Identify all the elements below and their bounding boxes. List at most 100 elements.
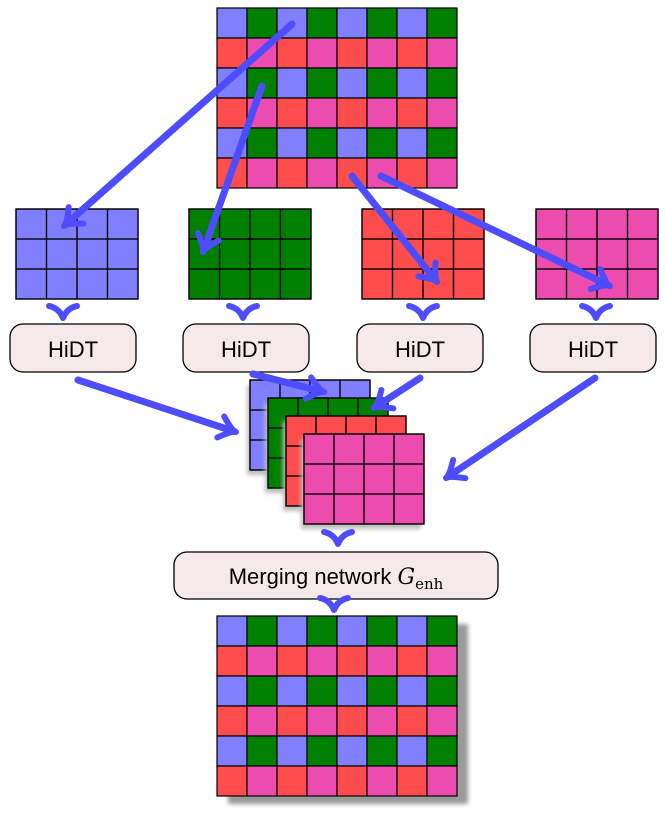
grid-cell [396, 705, 428, 737]
grid-cell [216, 645, 248, 677]
grid-cell [426, 765, 458, 797]
grid-cell [366, 675, 398, 707]
grid-cell [216, 97, 248, 129]
grid-cell [276, 157, 308, 189]
grid-cell [306, 735, 338, 767]
grid-cell [306, 97, 338, 129]
subgrid-pink [535, 208, 659, 300]
grid-cell [393, 493, 425, 525]
hidt-label: HiDT [568, 337, 618, 362]
grid-cell [276, 705, 308, 737]
chevron-stack-to-merge [321, 529, 355, 547]
grid-cell [276, 67, 308, 99]
grid-cell [276, 675, 308, 707]
grid-cell [246, 675, 278, 707]
grid-cell [396, 735, 428, 767]
input-image-grid [216, 7, 458, 189]
grid-cell [426, 67, 458, 99]
grid-cell [246, 735, 278, 767]
chevron-green-to-hidt [226, 303, 260, 321]
subgrid-red [361, 208, 485, 300]
arrow-hidt2-to-stack [249, 370, 327, 402]
grid-cell [336, 765, 368, 797]
subgrid-green [188, 208, 312, 300]
grid-cell [366, 705, 398, 737]
grid-cell [396, 37, 428, 69]
arrow-hidt1-to-stack [74, 376, 239, 441]
grid-cell [426, 37, 458, 69]
grid-cell [366, 645, 398, 677]
stacked-feature-grids [247, 379, 425, 529]
grid-cell [396, 645, 428, 677]
grid-cell [246, 705, 278, 737]
stack-layer-pink [303, 433, 425, 525]
grid-cell [366, 67, 398, 99]
grid-cell [306, 7, 338, 39]
hidt-block-1: HiDT [9, 323, 137, 373]
grid-cell [306, 127, 338, 159]
grid-cell [396, 7, 428, 39]
grid-cell [336, 735, 368, 767]
grid-cell [396, 675, 428, 707]
merging-network-label: Merging network [229, 564, 398, 589]
merging-network-block: Merging network Genh [173, 551, 499, 600]
hidt-block-2: HiDT [182, 323, 310, 373]
grid-cell [276, 735, 308, 767]
grid-cell [336, 675, 368, 707]
arrow-input-to-pink [377, 172, 613, 292]
grid-cell [306, 765, 338, 797]
grid-cell [426, 675, 458, 707]
grid-cell [276, 615, 308, 647]
output-image-grid [216, 615, 458, 797]
grid-cell [336, 97, 368, 129]
hidt-label: HiDT [395, 337, 445, 362]
grid-cell [216, 765, 248, 797]
grid-cell [366, 765, 398, 797]
grid-cell [306, 675, 338, 707]
hidt-block-3: HiDT [356, 323, 484, 373]
grid-cell [306, 67, 338, 99]
grid-cell [426, 645, 458, 677]
arrow-input-to-blue [61, 20, 296, 229]
grid-cell [306, 705, 338, 737]
grid-cell [276, 127, 308, 159]
hidt-label: HiDT [48, 337, 98, 362]
grid-cell [246, 127, 278, 159]
arrow-hidt4-to-stack [443, 374, 599, 482]
grid-cell [306, 645, 338, 677]
grid-cell [306, 157, 338, 189]
grid-cell [246, 7, 278, 39]
grid-cell [336, 67, 368, 99]
grid-cell [306, 37, 338, 69]
svg-text:Merging network Genh: Merging network Genh [229, 564, 444, 593]
grid-cell [366, 735, 398, 767]
grid-cell [276, 765, 308, 797]
grid-cell [396, 67, 428, 99]
grid-cell [246, 645, 278, 677]
grid-cell [276, 97, 308, 129]
subgrid-blue [15, 208, 139, 300]
grid-cell [426, 705, 458, 737]
chevron-merge-to-output [317, 595, 351, 613]
grid-cell [426, 127, 458, 159]
grid-cell [426, 615, 458, 647]
arrow-input-to-green [194, 82, 266, 255]
grid-cell [426, 97, 458, 129]
grid-cell [216, 7, 248, 39]
hidt-label: HiDT [221, 337, 271, 362]
grid-cell [366, 37, 398, 69]
grid-cell [216, 705, 248, 737]
grid-cell [336, 615, 368, 647]
grid-cell [366, 127, 398, 159]
grid-cell [336, 7, 368, 39]
grid-cell [279, 268, 312, 300]
grid-cell [336, 645, 368, 677]
grid-cell [426, 735, 458, 767]
arrow-input-to-red [348, 172, 440, 285]
grid-cell [366, 97, 398, 129]
arrows [46, 20, 613, 613]
merging-network-subscript: enh [415, 575, 444, 593]
grid-cell [426, 157, 458, 189]
grid-cell [426, 7, 458, 39]
